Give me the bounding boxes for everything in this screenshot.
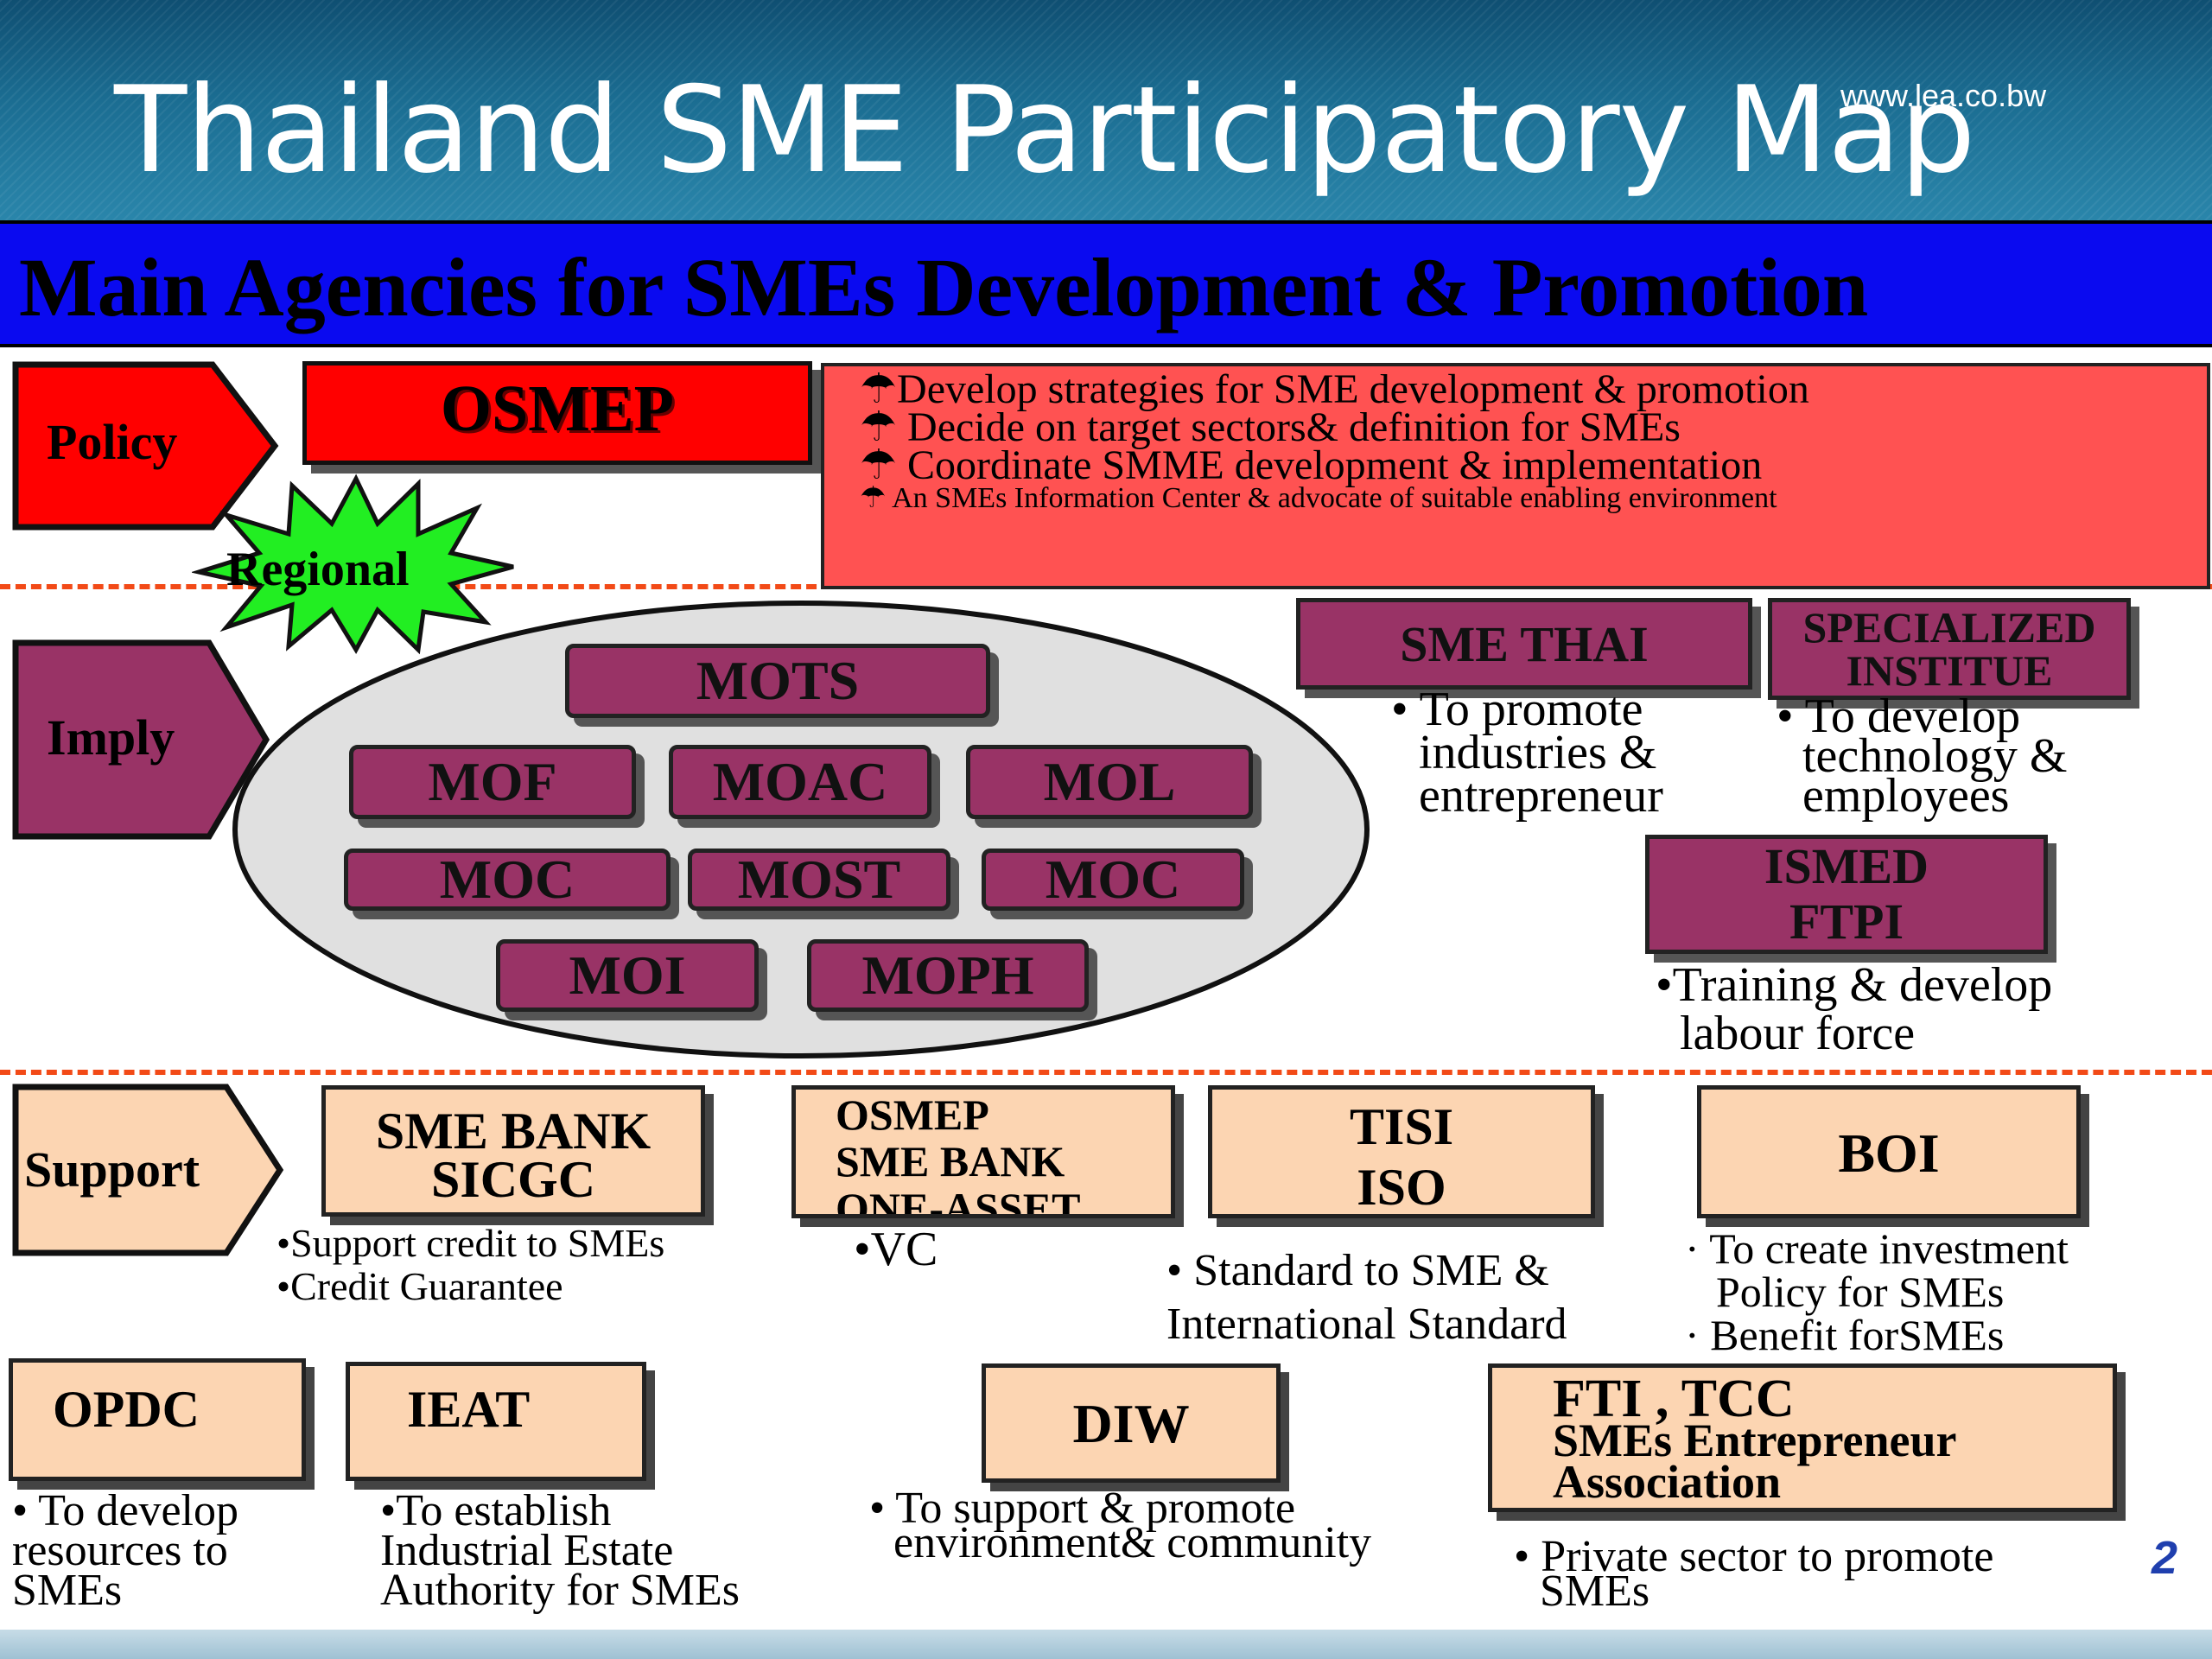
osmep-box: [302, 361, 812, 465]
smebank-sicgc-box: SME BANK SICGC: [321, 1085, 705, 1217]
policy-arrow: [12, 361, 279, 531]
specialized-institute-box: SPECIALIZED INSTITUE: [1768, 598, 2131, 700]
ministry-moac: MOAC: [669, 745, 931, 819]
ismed-ftpi-box: ISMED FTPI: [1645, 835, 2048, 954]
opdc-note: • To develop resources to SMEs: [12, 1486, 239, 1615]
tisi-iso-note: • Standard to SME & International Standa…: [1166, 1246, 1567, 1349]
regional-label: Regional: [226, 543, 410, 596]
ismed-ftpi-note: •Training & develop labour force: [1656, 958, 2053, 1060]
ministry-moc-2: MOC: [982, 849, 1244, 911]
ministry-mots: MOTS: [565, 644, 990, 718]
umbrella-icon: ☂: [860, 366, 898, 412]
banner-text: Main Agencies for SMEs Development & Pro…: [19, 241, 1869, 334]
ministry-most: MOST: [688, 849, 950, 911]
osmep-smebank-oneasset-box: OSMEP SME BANK ONE-ASSET: [791, 1085, 1175, 1218]
ministry-moc-1: MOC: [344, 849, 671, 911]
ieat-box: IEAT: [346, 1362, 646, 1481]
page-number: 2: [2152, 1532, 2178, 1584]
policy-objectives-box: [821, 363, 2210, 589]
osmep-title: OSMEP: [440, 372, 675, 445]
policy-bullet-3: ☂ Coordinate SMME development & implemen…: [860, 442, 1763, 488]
policy-bullet-4: ☂ An SMEs Information Center & advocate …: [860, 482, 1777, 514]
fti-tcc-note: • Private sector to promote SMEs: [1514, 1532, 1994, 1616]
opdc-box: OPDC: [9, 1358, 306, 1481]
tisi-iso-box: TISI ISO: [1208, 1085, 1595, 1218]
diw-note: • To support & promote environment& comm…: [869, 1484, 1372, 1567]
imply-label: Imply: [47, 709, 175, 766]
footer-strip: [0, 1630, 2212, 1659]
ministry-mof: MOF: [349, 745, 636, 819]
ministry-moph: MOPH: [807, 939, 1089, 1012]
smethai-box: SME THAI: [1296, 598, 1752, 690]
title-bar-texture: [0, 0, 2212, 223]
imply-arrow: [12, 639, 270, 840]
fti-tcc-box: FTI , TCC SMEs Entrepreneur Association: [1488, 1363, 2117, 1512]
banner: Main Agencies for SMEs Development & Pro…: [0, 220, 2212, 347]
regional-starburst: [192, 474, 514, 655]
smebank-sicgc-note: •Support credit to SMEs •Credit Guarante…: [276, 1221, 665, 1308]
support-arrow: [12, 1084, 284, 1256]
divider-imply-support: [0, 1070, 2212, 1075]
umbrella-icon: ☂: [860, 442, 908, 488]
ieat-note: •To establish Industrial Estate Authorit…: [380, 1486, 740, 1615]
policy-label: Policy: [47, 414, 178, 470]
smethai-note: • To promote industries & entrepreneur: [1391, 683, 1663, 823]
policy-bullet-1: ☂Develop strategies for SME development …: [860, 366, 1809, 412]
ministry-moi: MOI: [496, 939, 759, 1012]
specialized-institute-note: • To develop technology & employees: [1777, 690, 2068, 823]
boi-note: · To create investment Policy for SMEs ·…: [1685, 1224, 2069, 1359]
website-url: www.lea.co.bw: [1840, 78, 2047, 113]
boi-box: BOI: [1697, 1085, 2081, 1218]
slide-title: Thailand SME Participatory Map: [114, 60, 1975, 200]
umbrella-icon: ☂: [860, 482, 893, 514]
support-label: Support: [24, 1141, 200, 1198]
policy-bullet-2: ☂ Decide on target sectors& definition f…: [860, 404, 1681, 450]
ministry-mol: MOL: [966, 745, 1253, 819]
diw-box: DIW: [982, 1363, 1281, 1483]
title-bar: [0, 0, 2212, 223]
umbrella-icon: ☂: [860, 404, 908, 450]
osmep-vc-note: •VC: [854, 1223, 938, 1276]
